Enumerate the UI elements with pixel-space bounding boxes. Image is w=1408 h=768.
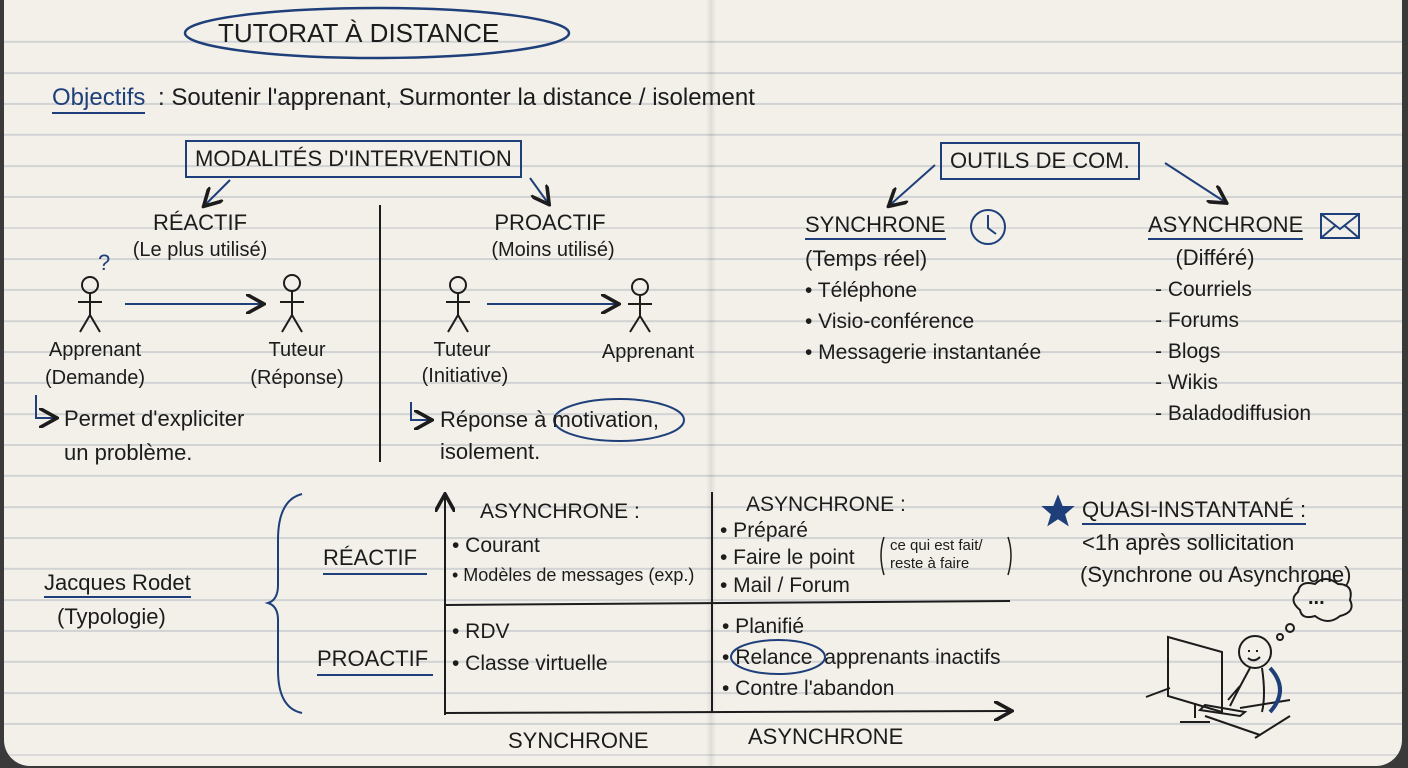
page-fold <box>706 0 716 766</box>
cell-note: reste à faire <box>890 555 970 572</box>
objectives-label: Objectifs <box>52 86 146 114</box>
synchrone-title: SYNCHRONE <box>805 214 946 240</box>
proactif-left-note: (Initiative) <box>421 365 509 387</box>
reactif-result-1: Permet d'expliciter <box>64 406 245 431</box>
cell-note: ce qui est fait/ <box>890 537 983 554</box>
asynchrone-title: ASYNCHRONE <box>1148 214 1304 240</box>
modalites-heading: MODALITÉS D'INTERVENTION <box>185 140 522 178</box>
cell-item: • RDV <box>452 620 510 643</box>
cell-item: • Modèles de messages (exp.) <box>452 565 695 585</box>
objectives-text: : Soutenir l'apprenant, Surmonter la dis… <box>158 84 755 111</box>
reactif-right-note: (Réponse) <box>250 367 344 389</box>
cell-item: • Mail / Forum <box>720 574 850 597</box>
asynchrone-item: - Blogs <box>1155 340 1221 363</box>
asynchrone-subtitle: (Différé) <box>1175 245 1255 270</box>
cell-item: • Contre l'abandon <box>722 677 895 700</box>
synchrone-item: • Visio-conférence <box>805 310 975 333</box>
proactif-subtitle: (Moins utilisé) <box>491 239 615 261</box>
asynchrone-item: - Forums <box>1155 309 1239 332</box>
reactif-title: RÉACTIF <box>152 210 248 235</box>
asynchrone-item: - Baladodiffusion <box>1155 402 1312 425</box>
reactif-left-note: (Demande) <box>44 367 146 389</box>
cell-heading: ASYNCHRONE : <box>480 500 640 523</box>
motivation-word: motivation <box>552 407 653 432</box>
cell-item: • Courant <box>452 534 540 557</box>
cell-item: • Préparé <box>720 519 808 542</box>
reactif-left-role: Apprenant <box>48 339 142 361</box>
quasi-line-2: (Synchrone ou Asynchrone) <box>1080 562 1352 587</box>
outils-heading: OUTILS DE COM. <box>940 142 1140 180</box>
row-label-proactif: PROACTIF <box>317 646 429 671</box>
cell-item: • Planifié <box>722 615 805 638</box>
thought-dots: ... <box>1308 587 1325 609</box>
synchrone-subtitle: (Temps réel) <box>805 246 928 271</box>
proactif-result-1: Réponse à motivation, <box>440 407 659 432</box>
synchrone-item: • Messagerie instantanée <box>805 341 1042 364</box>
cell-item: • Faire le point <box>720 546 855 569</box>
proactif-result-2: isolement. <box>440 439 541 464</box>
reactif-subtitle: (Le plus utilisé) <box>132 239 268 261</box>
question-mark: ? <box>98 250 111 275</box>
typologie-author: Jacques Rodet <box>44 572 191 598</box>
proactif-title: PROACTIF <box>494 210 606 235</box>
quasi-title: QUASI-INSTANTANÉ : <box>1082 499 1307 525</box>
x-label-asynchrone: ASYNCHRONE <box>748 724 904 749</box>
asynchrone-item: - Courriels <box>1155 278 1252 301</box>
cell-item: • Classe virtuelle <box>452 652 608 675</box>
synchrone-item: • Téléphone <box>805 279 918 302</box>
reactif-result-2: un problème. <box>64 440 193 465</box>
cell-item: •Relance apprenants inactifs <box>722 646 1001 669</box>
proactif-left-role: Tuteur <box>433 339 491 361</box>
reactif-right-role: Tuteur <box>268 339 326 361</box>
relance-word: Relance <box>735 646 813 669</box>
cell-heading: ASYNCHRONE : <box>746 493 906 516</box>
quasi-line-1: <1h après sollicitation <box>1082 530 1295 555</box>
proactif-right-role: Apprenant <box>601 341 695 363</box>
row-label-reactif: RÉACTIF <box>323 545 418 570</box>
x-label-synchrone: SYNCHRONE <box>508 728 649 753</box>
notebook-page <box>4 0 1402 766</box>
typologie-subtitle: (Typologie) <box>57 604 166 629</box>
asynchrone-item: - Wikis <box>1155 371 1218 394</box>
page-title: TUTORAT À DISTANCE <box>218 18 500 48</box>
